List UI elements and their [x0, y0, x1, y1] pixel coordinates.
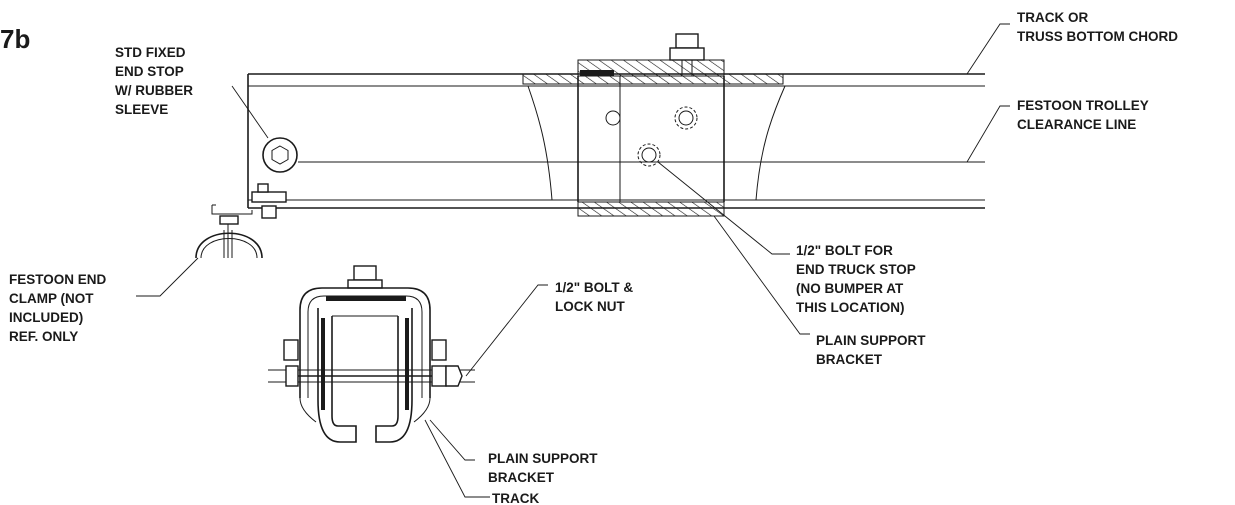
callout-plain-bracket-side: PLAIN SUPPORT BRACKET	[816, 333, 926, 367]
svg-text:W/ RUBBER: W/ RUBBER	[115, 83, 193, 98]
leader-lines	[136, 23, 1010, 498]
section-track	[317, 308, 357, 443]
callout-plain-bracket-section: PLAIN SUPPORT BRACKET	[488, 451, 598, 485]
svg-text:STD FIXED: STD FIXED	[115, 45, 186, 60]
svg-text:TRACK: TRACK	[492, 491, 539, 505]
section-bracket-outer	[299, 287, 431, 398]
callout-track-or-chord: TRACK OR TRUSS BOTTOM CHORD	[1017, 10, 1178, 44]
callout-clearance-line: FESTOON TROLLEY CLEARANCE LINE	[1017, 98, 1149, 132]
callout-end-stop: STD FIXED END STOP W/ RUBBER SLEEVE	[115, 45, 193, 117]
svg-text:THIS LOCATION): THIS LOCATION)	[796, 300, 905, 315]
svg-text:BRACKET: BRACKET	[816, 352, 883, 367]
callout-bolt-lock-nut: 1/2" BOLT & LOCK NUT	[555, 280, 633, 314]
bracket-top-plate	[577, 59, 725, 77]
svg-text:SLEEVE: SLEEVE	[115, 102, 168, 117]
svg-text:TRUSS BOTTOM CHORD: TRUSS BOTTOM CHORD	[1017, 29, 1178, 44]
callout-track-section: TRACK	[492, 491, 539, 505]
svg-text:(NO BUMPER AT: (NO BUMPER AT	[796, 281, 904, 296]
svg-text:PLAIN SUPPORT: PLAIN SUPPORT	[488, 451, 598, 466]
end-stop	[262, 137, 298, 173]
bracket-liner	[580, 70, 614, 76]
side-elevation-view	[195, 33, 985, 259]
svg-text:CLEARANCE LINE: CLEARANCE LINE	[1017, 117, 1136, 132]
svg-text:INCLUDED): INCLUDED)	[9, 310, 83, 325]
svg-text:CLAMP (NOT: CLAMP (NOT	[9, 291, 94, 306]
svg-text:1/2" BOLT &: 1/2" BOLT &	[555, 280, 633, 295]
festoon-end-clamp	[195, 232, 263, 259]
bracket-bottom-plate	[577, 201, 725, 217]
svg-text:FESTOON END: FESTOON END	[9, 272, 107, 287]
figure-label: 7b	[0, 24, 30, 54]
svg-text:PLAIN SUPPORT: PLAIN SUPPORT	[816, 333, 926, 348]
svg-text:BRACKET: BRACKET	[488, 470, 555, 485]
svg-text:1/2" BOLT FOR: 1/2" BOLT FOR	[796, 243, 893, 258]
svg-text:TRACK OR: TRACK OR	[1017, 10, 1088, 25]
svg-text:END STOP: END STOP	[115, 64, 184, 79]
callout-bolt-truck-stop: 1/2" BOLT FOR END TRUCK STOP (NO BUMPER …	[796, 243, 916, 315]
svg-text:END TRUCK STOP: END TRUCK STOP	[796, 262, 916, 277]
svg-text:LOCK NUT: LOCK NUT	[555, 299, 625, 314]
svg-text:REF. ONLY: REF. ONLY	[9, 329, 78, 344]
section-view	[268, 265, 475, 443]
svg-text:FESTOON TROLLEY: FESTOON TROLLEY	[1017, 98, 1149, 113]
callout-end-clamp: FESTOON END CLAMP (NOT INCLUDED) REF. ON…	[9, 272, 107, 344]
